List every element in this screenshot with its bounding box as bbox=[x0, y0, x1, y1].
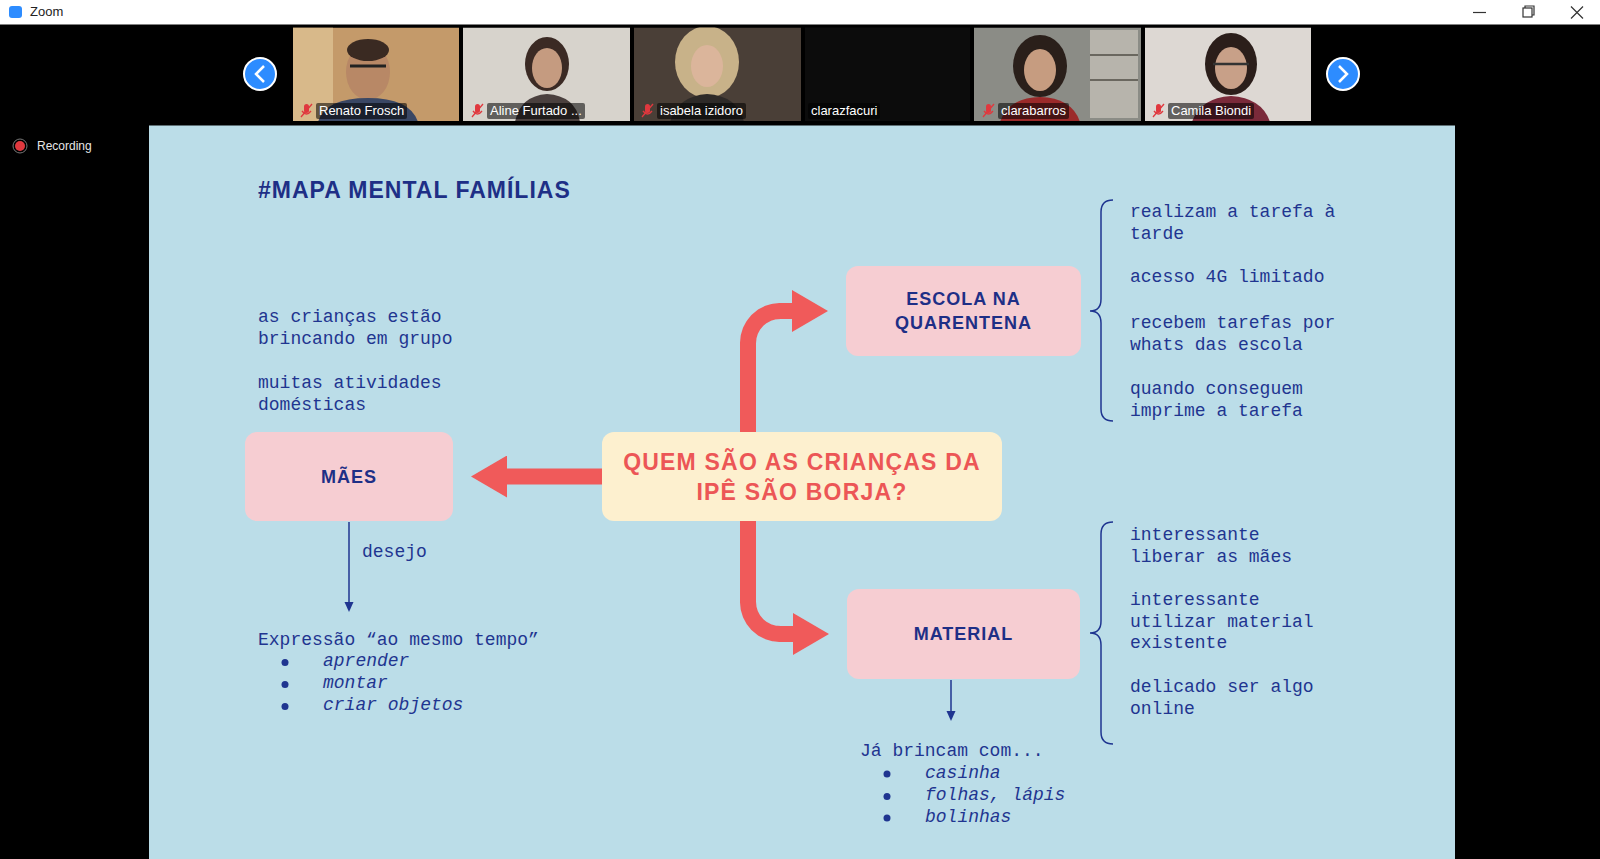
restore-icon bbox=[1523, 6, 1534, 17]
video-tile bbox=[293, 28, 459, 122]
list-item: aprender bbox=[323, 651, 409, 673]
brace bbox=[1090, 522, 1113, 744]
topic-box: MATERIAL bbox=[847, 589, 1080, 679]
list-item: casinha bbox=[925, 763, 1001, 785]
topic-box: MÃES bbox=[245, 432, 453, 521]
video-tile bbox=[634, 28, 801, 122]
note: quando conseguem imprime a tarefa bbox=[1130, 379, 1345, 422]
participant-name: clarabarros bbox=[998, 103, 1069, 119]
leader-arrow bbox=[947, 680, 956, 721]
note: acesso 4G limitado bbox=[1130, 267, 1345, 289]
central-topic: QUEM SÃO AS CRIANÇAS DA IPÊ SÃO BORJA? bbox=[602, 432, 1002, 521]
note: muitas atividades domésticas bbox=[258, 373, 463, 416]
list-item: montar bbox=[323, 673, 388, 695]
video-tile bbox=[805, 28, 970, 122]
leader-arrow bbox=[345, 522, 354, 612]
participant-name: Renato Frosch bbox=[316, 103, 407, 119]
node-title: MATERIAL bbox=[914, 622, 1014, 646]
video-tile bbox=[974, 28, 1141, 122]
window-title: Zoom bbox=[30, 4, 63, 20]
minimize-icon bbox=[1473, 12, 1486, 13]
note: Expressão “ao mesmo tempo” bbox=[258, 630, 539, 652]
participant-name: Camila Biondi bbox=[1168, 103, 1254, 119]
participant-name: Aline Furtado ... bbox=[487, 103, 585, 119]
note: as crianças estão brincando em grupo bbox=[258, 307, 463, 350]
list-item: folhas, lápis bbox=[925, 785, 1065, 807]
nav-button bbox=[1327, 58, 1359, 90]
node-title: QUEM SÃO AS CRIANÇAS DA IPÊ SÃO BORJA? bbox=[618, 447, 986, 507]
brace bbox=[1090, 200, 1113, 421]
nav-button bbox=[244, 58, 276, 90]
slide bbox=[149, 126, 1455, 859]
note: realizam a tarefa à tarde bbox=[1130, 202, 1345, 245]
recording-dot bbox=[15, 141, 25, 151]
thick-arrow bbox=[748, 521, 794, 634]
thick-arrow bbox=[506, 469, 602, 485]
note: Já brincam com... bbox=[860, 741, 1044, 763]
list-item: bolinhas bbox=[925, 807, 1011, 829]
recording-status: Recording bbox=[37, 139, 92, 154]
node-title: MÃES bbox=[321, 465, 377, 489]
note: interessante liberar as mães bbox=[1130, 525, 1305, 568]
list-item: criar objetos bbox=[323, 695, 463, 717]
bullet bbox=[282, 659, 891, 822]
video-tile bbox=[1145, 28, 1311, 122]
topic-box: ESCOLA NA QUARENTENA bbox=[846, 266, 1081, 356]
participant-name: isabela izidoro bbox=[657, 103, 746, 119]
participant-name: clarazfacuri bbox=[808, 103, 880, 119]
close-icon bbox=[1571, 7, 1583, 19]
recording-ring bbox=[13, 139, 27, 153]
note: delicado ser algo online bbox=[1130, 677, 1325, 720]
title-bar bbox=[0, 0, 1600, 25]
slide-title: #MAPA MENTAL FAMÍLIAS bbox=[258, 176, 571, 204]
app-icon bbox=[9, 6, 22, 18]
thick-arrow bbox=[748, 311, 793, 432]
arrow-label: desejo bbox=[362, 542, 427, 564]
note: interessante utilizar material existente bbox=[1130, 590, 1325, 655]
node-title: ESCOLA NA QUARENTENA bbox=[862, 287, 1065, 335]
video-tile bbox=[463, 28, 630, 122]
note: recebem tarefas por whats das escola bbox=[1130, 313, 1345, 356]
